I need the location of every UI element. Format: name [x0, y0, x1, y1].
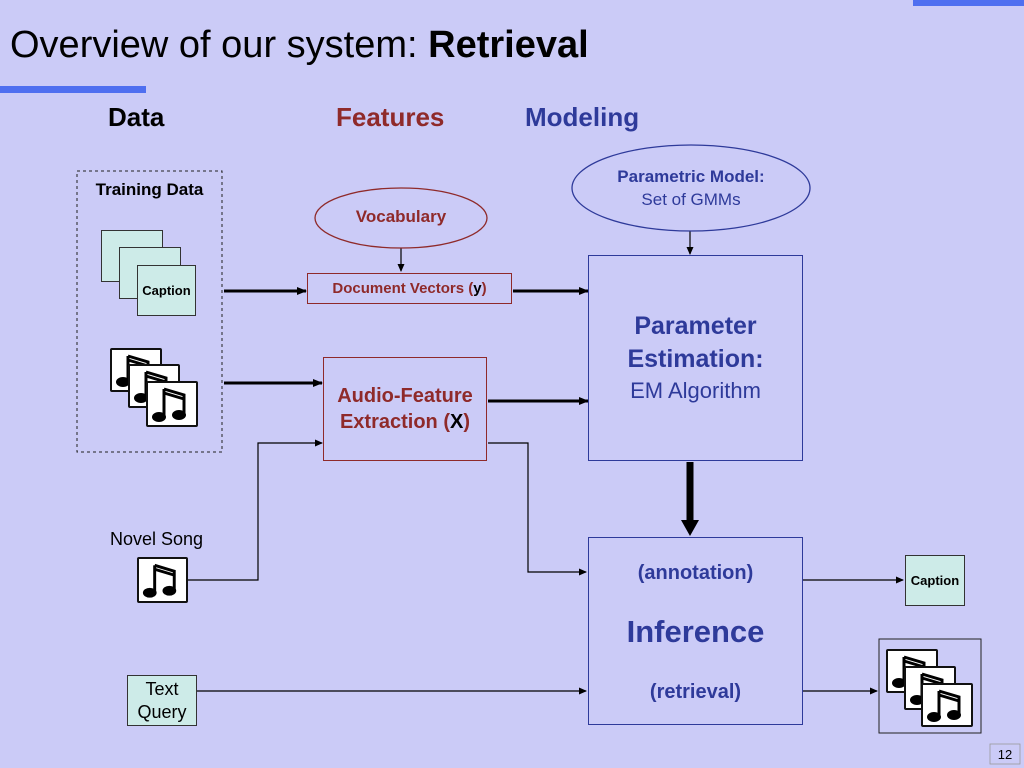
output-songs-group: [878, 638, 982, 734]
parametric-model-label: Parametric Model: Set of GMMs: [572, 163, 810, 213]
column-heading-features: Features: [336, 102, 445, 132]
title-normal: Overview of our system:: [10, 24, 429, 66]
page-title: Overview of our system: Retrieval: [10, 24, 589, 67]
top-accent-bar: [913, 0, 1024, 6]
text-query-box: Text Query: [127, 675, 197, 726]
output-caption-card: Caption: [905, 555, 965, 606]
text-query-line1: Text: [145, 679, 179, 699]
document-vectors-close: ): [481, 280, 487, 297]
document-vectors-label: Document Vectors (: [332, 280, 474, 297]
inference-retrieval-label: (retrieval): [649, 681, 742, 703]
inference-label: Inference: [626, 614, 765, 649]
audio-feature-extraction-box: Audio-Feature Extraction (X): [323, 357, 487, 461]
arrow-novelsong-to-audiofeature: [188, 439, 323, 581]
vocabulary-ellipse: [314, 187, 488, 249]
arrow-audiofeature-to-inference: [488, 442, 587, 576]
parameter-estimation-line2: Estimation:: [627, 345, 764, 373]
column-heading-data: Data: [108, 102, 165, 132]
arrow-estimation-to-inference-head: [681, 520, 699, 536]
music-note-icon: [137, 557, 188, 603]
parameter-estimation-line3: EM Algorithm: [630, 378, 761, 403]
audio-feature-line2: Extraction (X): [324, 409, 486, 435]
inference-box: (annotation) Inference (retrieval): [588, 537, 803, 725]
inference-annotation-label: (annotation): [637, 562, 754, 584]
vocabulary-label: Vocabulary: [355, 207, 447, 226]
parameter-estimation-line1: Parameter: [634, 312, 757, 340]
parametric-model-line2: Set of GMMs: [641, 190, 741, 209]
music-note-icon: [146, 381, 198, 427]
document-vectors-box: Document Vectors (y): [307, 273, 512, 304]
document-vectors-var: y: [473, 280, 482, 297]
parameter-estimation-box: Parameter Estimation: EM Algorithm: [588, 255, 803, 461]
text-query-line2: Query: [137, 702, 187, 722]
slide-number-box: [989, 743, 1021, 765]
column-heading-modeling: Modeling: [525, 102, 640, 132]
title-bold: Retrieval: [428, 24, 589, 66]
audio-feature-line2-text: Extraction (: [339, 411, 450, 433]
music-note-icon: [921, 683, 973, 727]
audio-feature-close: ): [463, 411, 471, 433]
novel-song-label: Novel Song: [110, 529, 204, 549]
slide-number: 12: [997, 747, 1013, 762]
audio-feature-line1: Audio-Feature: [337, 385, 473, 407]
parametric-model-ellipse: [571, 144, 811, 232]
training-data-group: [76, 170, 223, 453]
title-underline-bar: [0, 86, 146, 93]
training-data-label: Training Data: [95, 180, 204, 199]
parametric-model-line1: Parametric Model:: [617, 167, 765, 186]
audio-feature-var: X: [450, 411, 464, 433]
training-caption-card: Caption: [137, 265, 196, 316]
